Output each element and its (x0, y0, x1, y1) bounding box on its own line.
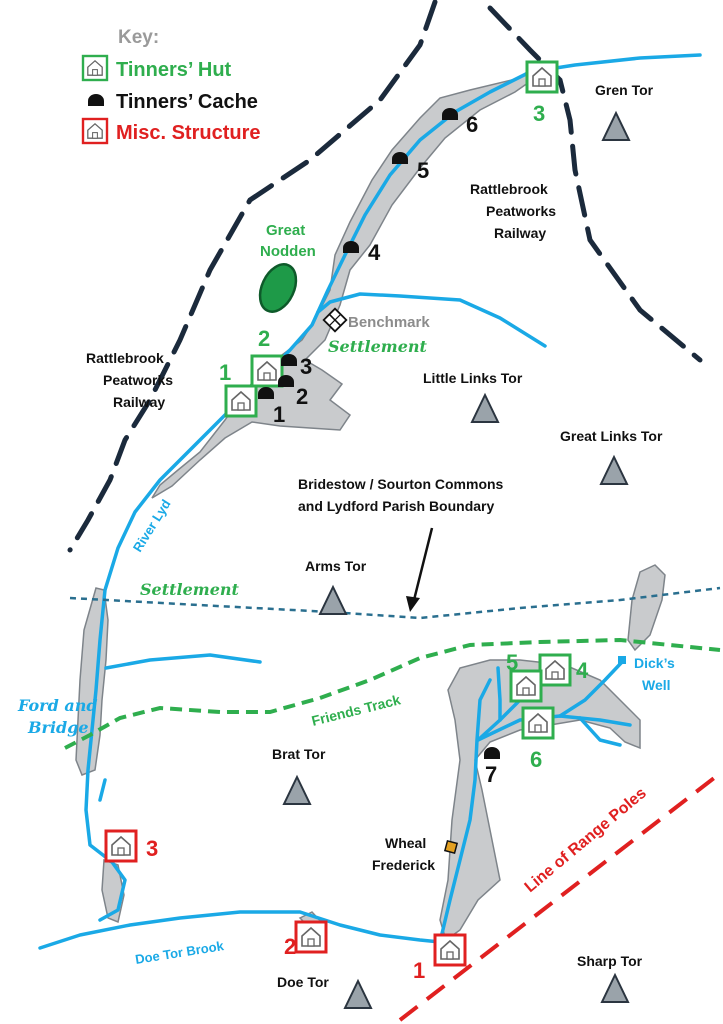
cache-numbers: 1 2 3 4 5 6 7 (273, 112, 497, 787)
settlement-north-label: Settlement (328, 337, 428, 356)
brat-tor-label: Brat Tor (272, 746, 326, 762)
railway-west (67, 0, 438, 553)
railway-east-label-3: Railway (494, 225, 546, 241)
hut-6-south-icon (521, 706, 555, 740)
river-tributary-west (104, 653, 262, 670)
misc-1-icon (433, 933, 467, 967)
benchmark-label: Benchmark (348, 314, 430, 331)
friends-track (64, 637, 721, 750)
dicks-well-label-1: Dick’s (634, 655, 675, 671)
railway-west-label-3: Railway (113, 394, 165, 410)
hut-numbers: 1 2 3 4 5 6 (219, 101, 589, 772)
cache-4-number: 4 (368, 240, 381, 265)
hut-6-south-number: 6 (530, 747, 542, 772)
river-rattlebrook-fork-e (578, 716, 622, 747)
boundary-label-2: and Lydford Parish Boundary (298, 498, 494, 514)
arms-tor-icon (319, 586, 347, 615)
river-rattlebrook-fork-d (496, 666, 502, 722)
gren-tor-icon (602, 112, 630, 141)
river-doe-tor-brook (38, 910, 442, 950)
legend-cache-label: Tinners’ Cache (116, 91, 258, 113)
doe-tor-label: Doe Tor (277, 974, 329, 990)
brat-tor-icon (283, 776, 311, 805)
hut-3-north-icon (525, 60, 559, 94)
hut-4-south-number: 4 (576, 658, 589, 683)
parish-boundary (69, 586, 721, 620)
gren-tor-label: Gren Tor (595, 82, 654, 98)
sharp-tor-icon (601, 974, 629, 1003)
cache-3-number: 3 (300, 354, 312, 379)
cache-7-icon (484, 747, 500, 759)
misc-3-number: 3 (146, 836, 158, 861)
wheal-frederick-icon (443, 839, 459, 855)
river-tributary-mid (98, 778, 107, 802)
legend-hut-label: Tinners’ Hut (116, 59, 232, 81)
tor-labels: Gren Tor Little Links Tor Great Links To… (272, 82, 663, 990)
great-nodden-label-1: Great (266, 222, 305, 239)
legend-title: Key: (118, 27, 159, 48)
hut-5-south-number: 5 (506, 650, 518, 675)
railway-east-label-2: Peatworks (486, 203, 556, 219)
hut-1-north-number: 1 (219, 360, 231, 385)
misc-2-number: 2 (284, 934, 296, 959)
spoil-east-ridge (627, 564, 666, 652)
boundary-arrow (406, 527, 434, 612)
legend-misc-label: Misc. Structure (116, 122, 260, 144)
wheal-frederick-label-2: Frederick (372, 857, 435, 873)
cache-2-number: 2 (296, 384, 308, 409)
railway-east-label-1: Rattlebrook (470, 181, 548, 197)
benchmark-icon (322, 307, 348, 333)
river-settlement-branch (316, 292, 547, 348)
dicks-well-label-2: Well (642, 677, 671, 693)
hut-5-south-icon (509, 669, 543, 703)
legend: Key: Tinners’ Hut Tinners’ Cache Misc. S… (81, 27, 260, 145)
doe-tor-icon (344, 980, 372, 1009)
river-lyd-label: River Lyd (130, 497, 174, 555)
misc-1-number: 1 (413, 958, 425, 983)
dicks-well-icon (618, 656, 626, 664)
misc-3-icon (104, 829, 138, 863)
boundary-label-1: Bridestow / Sourton Commons (298, 476, 504, 492)
settlement-west-label: Settlement (140, 580, 240, 599)
cache-7-number: 7 (485, 762, 497, 787)
wheal-frederick-label-1: Wheal (385, 835, 426, 851)
legend-hut-icon (81, 54, 109, 82)
legend-cache-icon (88, 94, 104, 106)
railway-west-label-2: Peatworks (103, 372, 173, 388)
railway-lines (67, 0, 703, 553)
ford-label-2: Bridge (27, 718, 89, 737)
great-nodden-label-2: Nodden (260, 243, 316, 260)
ford-label-1: Ford and (17, 696, 98, 715)
little-links-tor-label: Little Links Tor (423, 370, 523, 386)
cache-5-number: 5 (417, 158, 429, 183)
great-links-tor-icon (600, 456, 628, 485)
misc-2-icon (294, 920, 328, 954)
cache-6-number: 6 (466, 112, 478, 137)
hut-2-north-icon (250, 354, 284, 388)
great-nodden-hill (258, 263, 298, 313)
railway-east (487, 5, 703, 363)
river-rattlebrook (438, 678, 492, 944)
hut-2-north-number: 2 (258, 326, 270, 351)
hut-3-north-number: 3 (533, 101, 545, 126)
legend-misc-icon (81, 117, 109, 145)
misc-numbers: 1 2 3 (146, 836, 425, 983)
great-links-tor-label: Great Links Tor (560, 428, 663, 444)
arms-tor-label: Arms Tor (305, 558, 367, 574)
doe-tor-brook-label: Doe Tor Brook (134, 938, 225, 967)
hut-1-north-icon (224, 384, 258, 418)
little-links-tor-icon (471, 394, 499, 423)
railway-west-label-1: Rattlebrook (86, 350, 164, 366)
cache-1-number: 1 (273, 402, 285, 427)
river-rattlebrook-fork-c (558, 660, 624, 718)
hut-4-south-icon (538, 653, 572, 687)
sharp-tor-label: Sharp Tor (577, 953, 643, 969)
